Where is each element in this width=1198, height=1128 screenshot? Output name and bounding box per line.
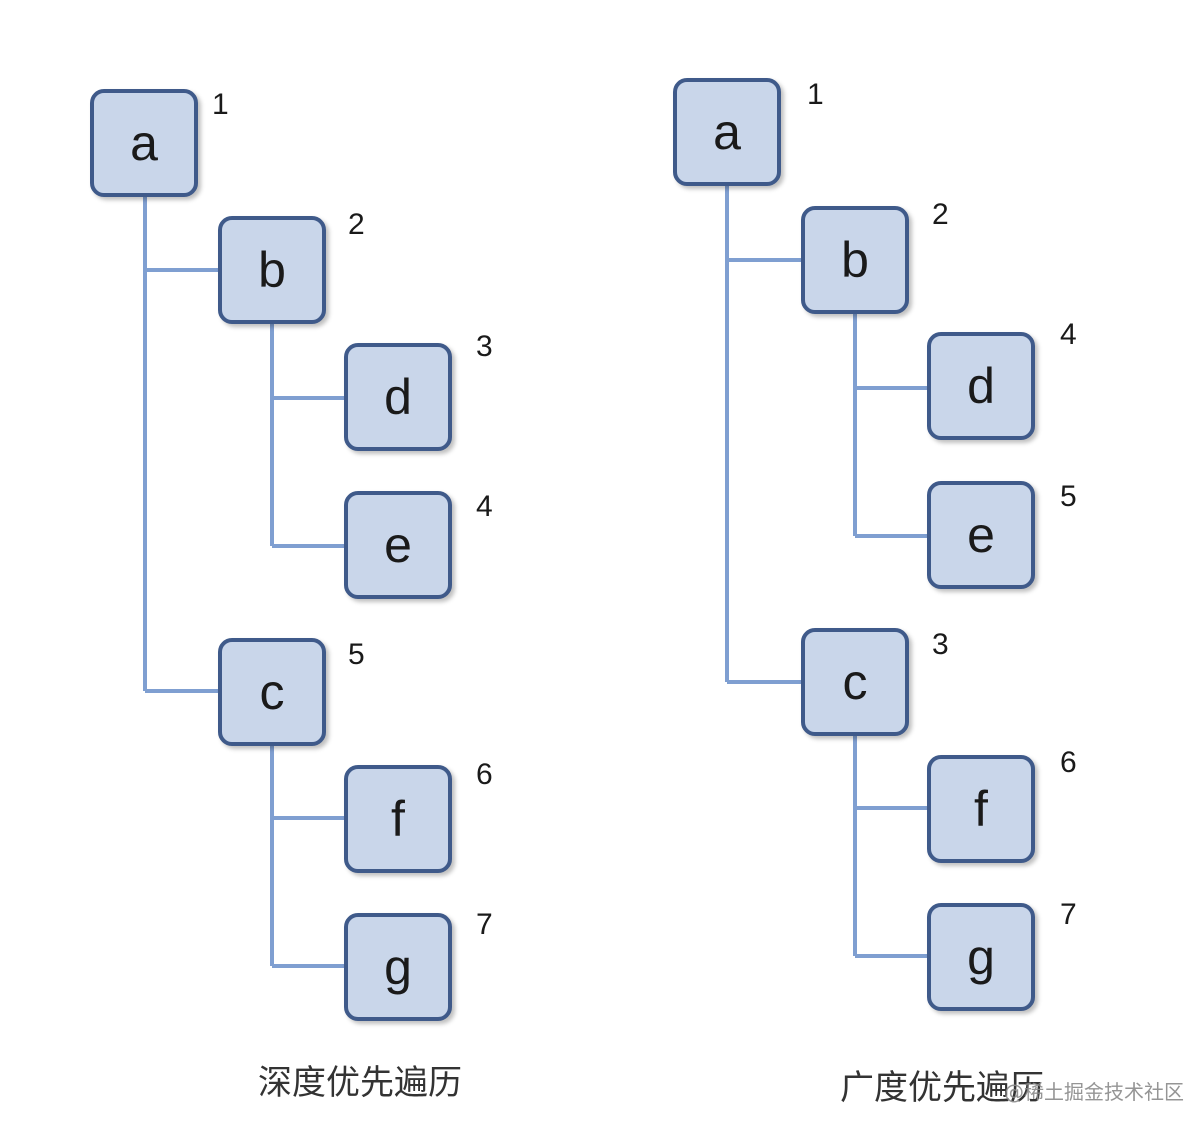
dfs-connectors	[143, 197, 346, 968]
visit-order-e: 4	[476, 490, 493, 523]
connector-b-d-e	[270, 324, 346, 548]
bfs-connectors	[725, 186, 929, 958]
visit-order-c: 5	[348, 638, 365, 671]
connector-c-f-g	[270, 744, 346, 968]
tree-node-d: d	[344, 343, 452, 451]
tree-node-c: c	[218, 638, 326, 746]
visit-order-g: 7	[476, 908, 493, 941]
connector-a-b-c	[143, 197, 220, 693]
tree-node-e: e	[344, 491, 452, 599]
bfs-tree-diagram: a 1 b 2 d 4 e 5 c 3 f 6 g 7 广度优先遍历	[600, 0, 1198, 1128]
connector-c-f-g	[853, 734, 929, 958]
tree-node-b: b	[801, 206, 909, 314]
visit-order-d: 3	[476, 330, 493, 363]
visit-order-d: 4	[1060, 318, 1077, 351]
tree-node-a: a	[673, 78, 781, 186]
visit-order-f: 6	[1060, 746, 1077, 779]
watermark: @稀土掘金技术社区	[1004, 1080, 1184, 1104]
connector-b-d-e	[853, 314, 929, 538]
visit-order-b: 2	[932, 198, 949, 231]
tree-node-g: g	[927, 903, 1035, 1011]
tree-node-f: f	[927, 755, 1035, 863]
tree-node-d: d	[927, 332, 1035, 440]
visit-order-a: 1	[212, 88, 229, 121]
visit-order-a: 1	[807, 78, 824, 111]
connector-a-b-c	[725, 186, 803, 684]
visit-order-g: 7	[1060, 898, 1077, 931]
visit-order-c: 3	[932, 628, 949, 661]
visit-order-e: 5	[1060, 480, 1077, 513]
tree-node-e: e	[927, 481, 1035, 589]
visit-order-b: 2	[348, 208, 365, 241]
tree-node-f: f	[344, 765, 452, 873]
dfs-tree-diagram: a 1 b 2 d 3 e 4 c 5 f 6 g 7 深度优先遍历	[90, 88, 493, 1103]
tree-node-c: c	[801, 628, 909, 736]
tree-node-g: g	[344, 913, 452, 1021]
dfs-caption: 深度优先遍历	[258, 1063, 462, 1103]
tree-node-b: b	[218, 216, 326, 324]
visit-order-f: 6	[476, 758, 493, 791]
bfs-caption: 广度优先遍历	[840, 1068, 1044, 1108]
tree-node-a: a	[90, 89, 198, 197]
